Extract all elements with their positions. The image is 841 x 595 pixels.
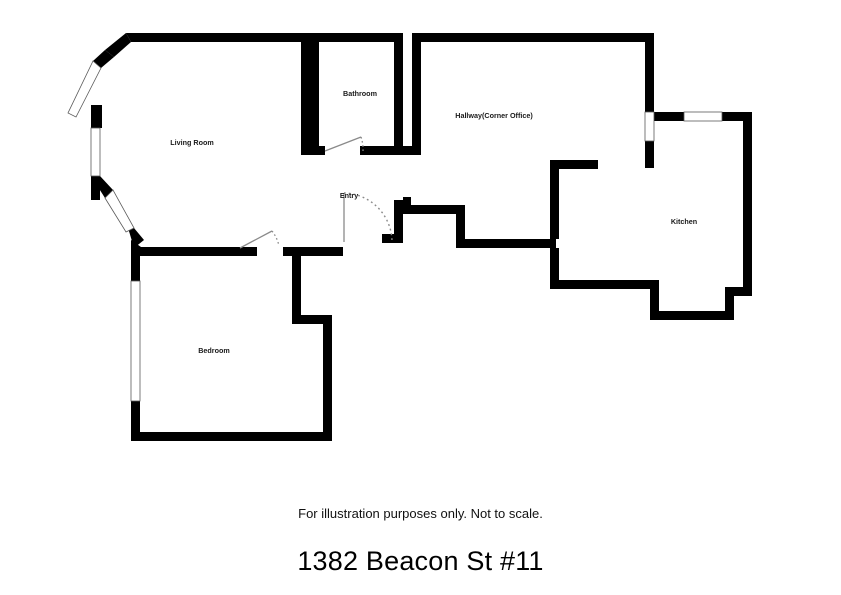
wall-kitchen-left-upper: [550, 160, 559, 239]
room-label-kitchen: Kitchen: [671, 217, 697, 226]
window-bay-lower-diagonal: [104, 189, 135, 233]
wall-kitchen-bottom: [650, 311, 734, 320]
disclaimer-text: For illustration purposes only. Not to s…: [298, 506, 543, 521]
window-bay-center: [90, 127, 101, 177]
window-kitchen-north: [683, 111, 723, 122]
window-hallway-east: [644, 111, 655, 142]
wall-bay-diagonal-upper: [93, 50, 114, 68]
wall-bathroom-top: [319, 33, 403, 42]
wall-bay-corner-top: [105, 33, 131, 57]
wall-living-room-bottom-left: [131, 247, 257, 256]
bathroom-door-leaf: [324, 136, 362, 152]
window-bedroom-west: [130, 280, 141, 402]
room-label-bathroom: Bathroom: [343, 89, 377, 98]
room-label-living-room: Living Room: [170, 138, 214, 147]
room-label-entry: Entry: [340, 191, 358, 200]
wall-bedroom-bottom: [131, 432, 332, 441]
bedroom-door-swing-arc: [271, 230, 280, 247]
floor-plan-svg: Living Room Bathroom Hallway(Corner Offi…: [67, 33, 752, 441]
wall-bathroom-right: [394, 33, 403, 155]
wall-kitchen-top-left-seg: [650, 112, 684, 121]
wall-bedroom-left-upper: [131, 247, 140, 281]
wall-bedroom-left-lower: [131, 401, 140, 441]
room-label-hallway: Hallway(Corner Office): [455, 111, 533, 120]
wall-group: [91, 33, 752, 441]
page-title: 1382 Beacon St #11: [297, 546, 544, 576]
caption-block: For illustration purposes only. Not to s…: [0, 505, 841, 577]
wall-hallway-right-upper: [645, 33, 654, 112]
wall-bay-vertical-top: [91, 105, 100, 128]
wall-kitchen-left-lower: [550, 248, 559, 289]
door-group: [239, 136, 393, 249]
wall-bathroom-bottom-right-stub: [360, 146, 412, 155]
wall-bedroom-right-upper: [292, 247, 301, 324]
room-label-bedroom: Bedroom: [198, 346, 230, 355]
wall-bathroom-left: [310, 33, 319, 155]
wall-kitchen-step-bottom-left: [550, 280, 659, 289]
window-group: [67, 60, 723, 402]
bedroom-door-leaf: [239, 230, 273, 249]
wall-hall-step-vertical: [456, 205, 465, 239]
window-bay-upper-diagonal: [67, 60, 102, 118]
wall-bedroom-step: [292, 315, 332, 324]
wall-living-room-top: [126, 33, 310, 42]
wall-entry-left: [394, 200, 403, 243]
wall-bedroom-right-lower: [323, 315, 332, 441]
bathroom-door-swing-arc: [360, 136, 364, 152]
room-label-group: Living Room Bathroom Hallway(Corner Offi…: [170, 89, 697, 355]
wall-kitchen-top-left: [550, 160, 598, 169]
wall-hall-top-right: [403, 205, 465, 214]
wall-living-room-right: [301, 33, 310, 155]
wall-hallway-left: [412, 33, 421, 155]
wall-entry-nub: [403, 197, 411, 207]
wall-hallway-right-lower: [645, 140, 654, 168]
wall-bathroom-bottom-left-stub: [301, 146, 325, 155]
floor-plan-drawing: Living Room Bathroom Hallway(Corner Offi…: [67, 33, 752, 441]
wall-hallway-top: [421, 33, 654, 42]
wall-kitchen-right: [743, 112, 752, 296]
wall-bay-knee-lower: [91, 176, 113, 198]
wall-hall-bottom-right: [456, 239, 556, 248]
wall-kitchen-bottom-left-vert: [650, 280, 659, 320]
